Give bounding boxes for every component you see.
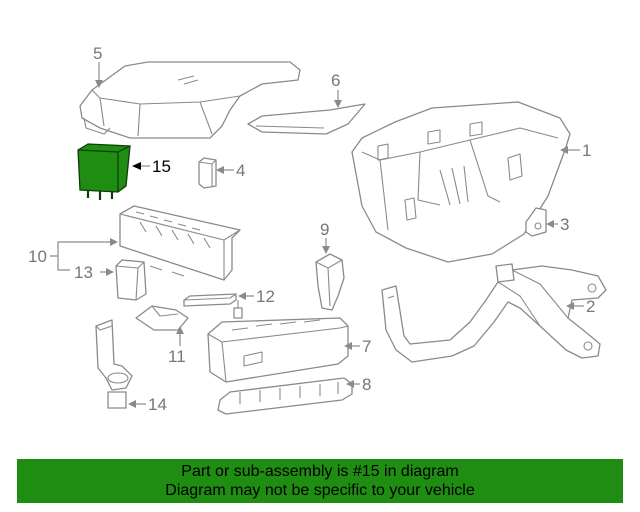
callout-3: 3 xyxy=(560,215,569,234)
callout-9: 9 xyxy=(320,220,329,239)
banner-line-2: Diagram may not be specific to your vehi… xyxy=(165,482,475,499)
part-12-strip xyxy=(183,293,237,307)
banner-line-1: Part or sub-assembly is #15 in diagram xyxy=(181,463,459,480)
callout-13: 13 xyxy=(74,263,93,282)
callout-10: 10 xyxy=(28,247,47,266)
part-14-connector xyxy=(95,319,133,409)
callout-6: 6 xyxy=(331,71,340,90)
part-2-mount-bracket xyxy=(381,263,607,363)
parts-diagram: 5 6 15 4 1 3 xyxy=(28,44,607,415)
part-11-clip xyxy=(135,305,189,331)
callout-15: 15 xyxy=(152,157,171,176)
callout-4: 4 xyxy=(236,161,245,180)
part-1-housing xyxy=(351,101,571,263)
part-9-bracket xyxy=(315,253,345,311)
callout-1: 1 xyxy=(582,141,591,160)
part-10-fuse-panel xyxy=(119,205,241,281)
part-5-cover xyxy=(79,61,301,139)
callout-2: 2 xyxy=(586,297,595,316)
part-8-rail xyxy=(217,377,353,415)
part-15-relay xyxy=(77,143,131,200)
info-banner: Part or sub-assembly is #15 in diagram D… xyxy=(17,459,623,503)
callout-11: 11 xyxy=(168,347,186,366)
part-6-pad xyxy=(247,103,366,135)
callout-5: 5 xyxy=(93,44,102,63)
part-13-relay xyxy=(115,259,147,301)
part-4-clip xyxy=(198,157,217,189)
callout-12: 12 xyxy=(256,287,275,306)
callout-7: 7 xyxy=(362,337,371,356)
callout-8: 8 xyxy=(362,375,371,394)
callout-14: 14 xyxy=(148,395,167,414)
part-3-bracket xyxy=(525,207,547,237)
part-7-junction-block xyxy=(207,300,349,383)
